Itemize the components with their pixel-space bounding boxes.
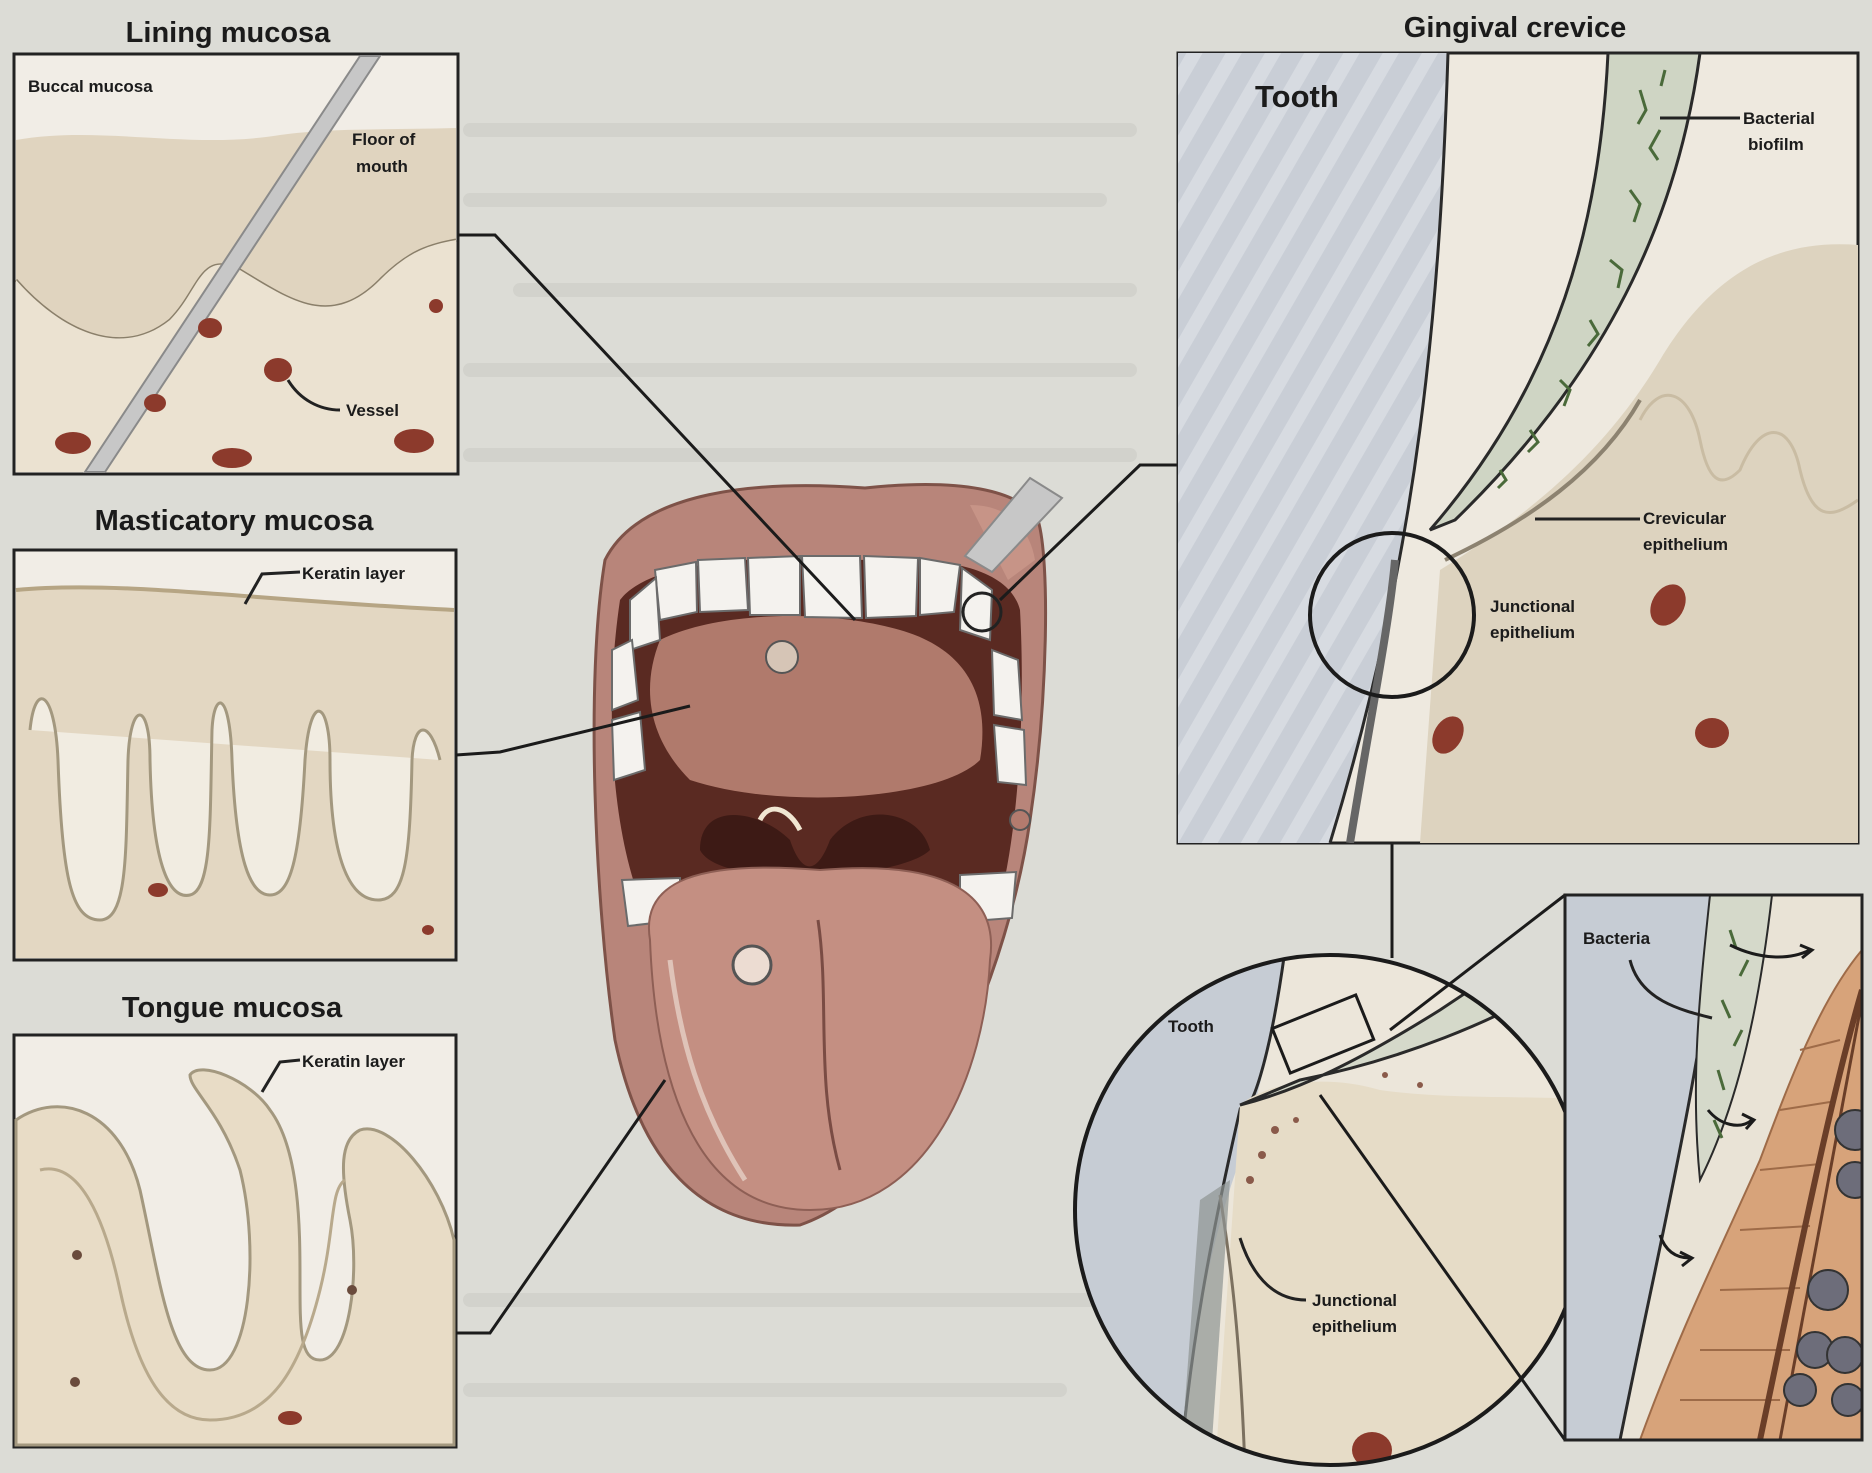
biofilm-label-line1: Bacterial <box>1743 109 1815 128</box>
vessel-label: Vessel <box>346 401 399 420</box>
floor-of-mouth-label-line2: mouth <box>356 157 408 176</box>
crevicular-label-line2: epithelium <box>1643 535 1728 554</box>
tongue-marker <box>733 946 771 984</box>
zoom-tooth-label: Tooth <box>1168 1017 1214 1036</box>
junctional-label-line1: Junctional <box>1490 597 1575 616</box>
masticatory-mucosa-title: Masticatory mucosa <box>95 505 375 537</box>
tongue-mucosa-title: Tongue mucosa <box>122 992 343 1024</box>
zoom-junctional-label-line1: Junctional <box>1312 1291 1397 1310</box>
gingival-crevice-title: Gingival crevice <box>1404 12 1626 44</box>
lining-mucosa-title: Lining mucosa <box>126 17 332 49</box>
junctional-zoom-circle: Tooth Junctional epithelium <box>1060 930 1600 1470</box>
gingival-crevice-panel: Gingival crevice Toot <box>1178 12 1858 843</box>
tongue-keratin-label: Keratin layer <box>302 1052 405 1071</box>
junctional-label-line2: epithelium <box>1490 623 1575 642</box>
zoom-junctional-label-line2: epithelium <box>1312 1317 1397 1336</box>
lining-mucosa-panel: Lining mucosa Buccal mucosa Floor of mou… <box>14 17 458 474</box>
masticatory-mucosa-panel: Masticatory mucosa Keratin layer <box>14 505 456 960</box>
gingival-tooth-label: Tooth <box>1255 79 1339 114</box>
palate-marker <box>766 641 798 673</box>
crevicular-label-line1: Crevicular <box>1643 509 1727 528</box>
bacteria-label: Bacteria <box>1583 929 1651 948</box>
floor-of-mouth-label-line1: Floor of <box>352 130 416 149</box>
tongue-mucosa-panel: Tongue mucosa Keratin layer <box>14 992 456 1447</box>
masticatory-keratin-label: Keratin layer <box>302 564 405 583</box>
cheek-marker <box>1010 810 1030 830</box>
buccal-mucosa-label: Buccal mucosa <box>28 77 153 96</box>
biofilm-label-line2: biofilm <box>1748 135 1804 154</box>
bacteria-inset-panel: Bacteria <box>1565 895 1872 1440</box>
